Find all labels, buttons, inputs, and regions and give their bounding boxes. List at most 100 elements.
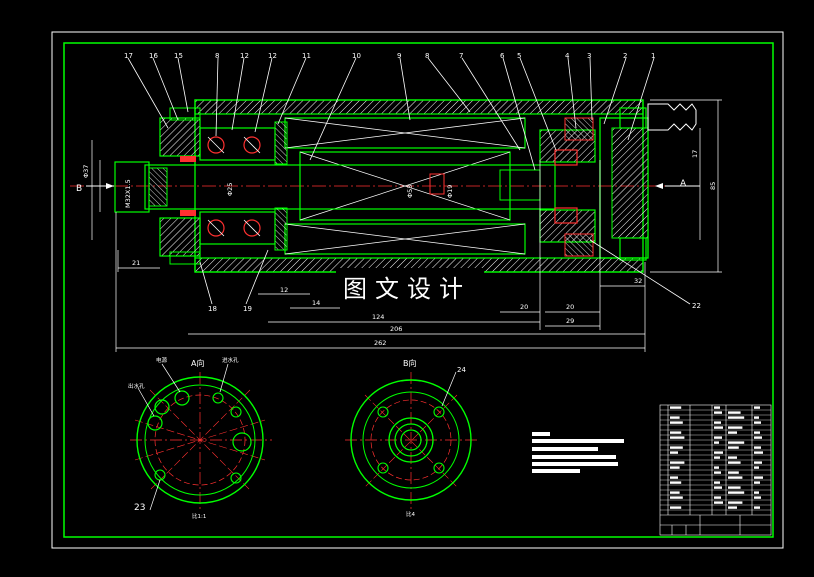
title-block-cell-text bbox=[728, 506, 737, 509]
view-a-port bbox=[232, 432, 252, 452]
title-block-cell-text bbox=[670, 481, 682, 484]
title-block-cell-text bbox=[670, 416, 680, 419]
title-block-cell-text bbox=[670, 506, 682, 509]
part-number: 17 bbox=[124, 52, 133, 60]
title-block-cell-text bbox=[670, 406, 682, 409]
title-block-cell-text bbox=[754, 446, 761, 449]
end-cap-port-top bbox=[619, 107, 647, 129]
title-block-cell-text bbox=[670, 491, 680, 494]
view-a-scale: 比1:1 bbox=[192, 512, 206, 520]
title-block-cell-text bbox=[728, 476, 743, 479]
view-b-bolt-hole bbox=[377, 462, 389, 474]
part-number: 2 bbox=[623, 52, 627, 60]
view-b-bolt-hole bbox=[433, 462, 445, 474]
connector-fitting bbox=[647, 103, 697, 131]
view-a-inner-ring bbox=[144, 384, 256, 496]
dimension-lines bbox=[91, 99, 722, 352]
front-bearing-ball bbox=[243, 136, 261, 154]
part-number: 5 bbox=[517, 52, 521, 60]
stator-line bbox=[284, 117, 526, 149]
part-number: 15 bbox=[174, 52, 183, 60]
end-cap-hatch bbox=[611, 127, 649, 239]
shaft-nose bbox=[114, 161, 150, 213]
title-block-cell-text bbox=[714, 501, 723, 504]
title-block-cell-text bbox=[754, 436, 762, 439]
title-block-cell-text bbox=[754, 431, 760, 434]
title-block-cell-text bbox=[670, 466, 680, 469]
view-a-bolt-hole bbox=[230, 406, 242, 418]
title-block-cell-text bbox=[728, 426, 743, 429]
part-number: 12 bbox=[240, 52, 249, 60]
view-a-bolt-hole bbox=[212, 392, 224, 404]
view-b-title: B向 bbox=[403, 358, 417, 368]
title-block-cell-text bbox=[754, 406, 760, 409]
view-a-title: A向 bbox=[191, 358, 204, 368]
dimension-label: Φ25 bbox=[226, 183, 234, 196]
inner-frame bbox=[63, 42, 774, 538]
dimension-label: 20 bbox=[566, 303, 574, 311]
title-block-cell-text bbox=[714, 406, 720, 409]
outer-frame bbox=[51, 31, 784, 549]
title-block-cell-text bbox=[728, 416, 745, 419]
dimension-label: 20 bbox=[520, 303, 528, 311]
view-a-port bbox=[154, 399, 170, 415]
front-bearing-cap-bottom bbox=[159, 217, 201, 257]
dimension-label: Φ53 bbox=[406, 185, 414, 198]
view-a-hole-label: 出水孔 bbox=[128, 382, 145, 390]
title-block-cell-text bbox=[728, 456, 737, 459]
front-bearing-ball bbox=[207, 136, 225, 154]
technical-notes bbox=[532, 432, 624, 473]
dimension-label: Φ37 bbox=[82, 165, 90, 178]
view-b-scale: 比4 bbox=[406, 510, 416, 518]
front-bearing-ball bbox=[207, 219, 225, 237]
shaft-nose-inner bbox=[148, 167, 168, 207]
dimension-label: M32X1.5 bbox=[124, 179, 132, 208]
watermark: 图文设计 bbox=[343, 275, 471, 303]
view-a-item-23: 23 bbox=[134, 503, 145, 513]
title-block-cell-text bbox=[754, 466, 759, 469]
title-block-cell-text bbox=[728, 411, 741, 414]
part-number: 11 bbox=[302, 52, 311, 60]
title-block-cell-text bbox=[670, 496, 683, 499]
title-block-cell-text bbox=[728, 461, 741, 464]
dimension-label: 206 bbox=[390, 325, 402, 333]
title-block-cell-text bbox=[714, 486, 722, 489]
title-block-cell-text bbox=[670, 461, 685, 464]
title-block-rows bbox=[660, 406, 771, 511]
title-block-cell-text bbox=[754, 461, 762, 464]
title-block-cell-text bbox=[714, 436, 722, 439]
view-a-bolt-circle bbox=[154, 394, 246, 486]
front-bearing-ball bbox=[243, 219, 261, 237]
title-block-cell-text bbox=[670, 431, 682, 434]
title-block-cell-text bbox=[728, 486, 741, 489]
section-label-a: A bbox=[680, 179, 687, 189]
view-b-outer-ring bbox=[350, 379, 472, 501]
title-block-cell-text bbox=[714, 471, 721, 474]
title-block-cell-text bbox=[670, 451, 678, 454]
rear-bearing-race bbox=[554, 149, 578, 166]
main-section-view: 17 16 15 8 12 12 11 10 9 8 7 6 5 4 3 2 1… bbox=[70, 52, 722, 352]
bearing-block-bottom bbox=[199, 211, 276, 245]
view-b-hub bbox=[388, 417, 434, 463]
title-block-cell-text bbox=[714, 421, 721, 424]
dimension-label: 32 bbox=[634, 277, 642, 285]
title-block-cell-text bbox=[728, 446, 739, 449]
watermark-box bbox=[336, 268, 484, 304]
title-block-cell-text bbox=[754, 481, 760, 484]
spindle-shaft bbox=[144, 164, 556, 210]
title-block-cell-text bbox=[754, 421, 761, 424]
part-number: 8 bbox=[425, 52, 429, 60]
title-block-cell-text bbox=[728, 491, 745, 494]
part-number: 7 bbox=[459, 52, 463, 60]
dimension-label: 85 bbox=[709, 182, 717, 190]
title-block-cell-text bbox=[754, 451, 763, 454]
title-block-cell-text bbox=[714, 481, 720, 484]
part-number: 22 bbox=[692, 302, 701, 310]
stator-line bbox=[284, 223, 526, 255]
title-block-cell-text bbox=[728, 501, 743, 504]
dimension-label: Φ19 bbox=[446, 185, 454, 198]
part-number: 16 bbox=[149, 52, 158, 60]
title-block-cell-text bbox=[714, 466, 719, 469]
part-number: 8 bbox=[215, 52, 219, 60]
spacer-bottom bbox=[274, 207, 288, 251]
